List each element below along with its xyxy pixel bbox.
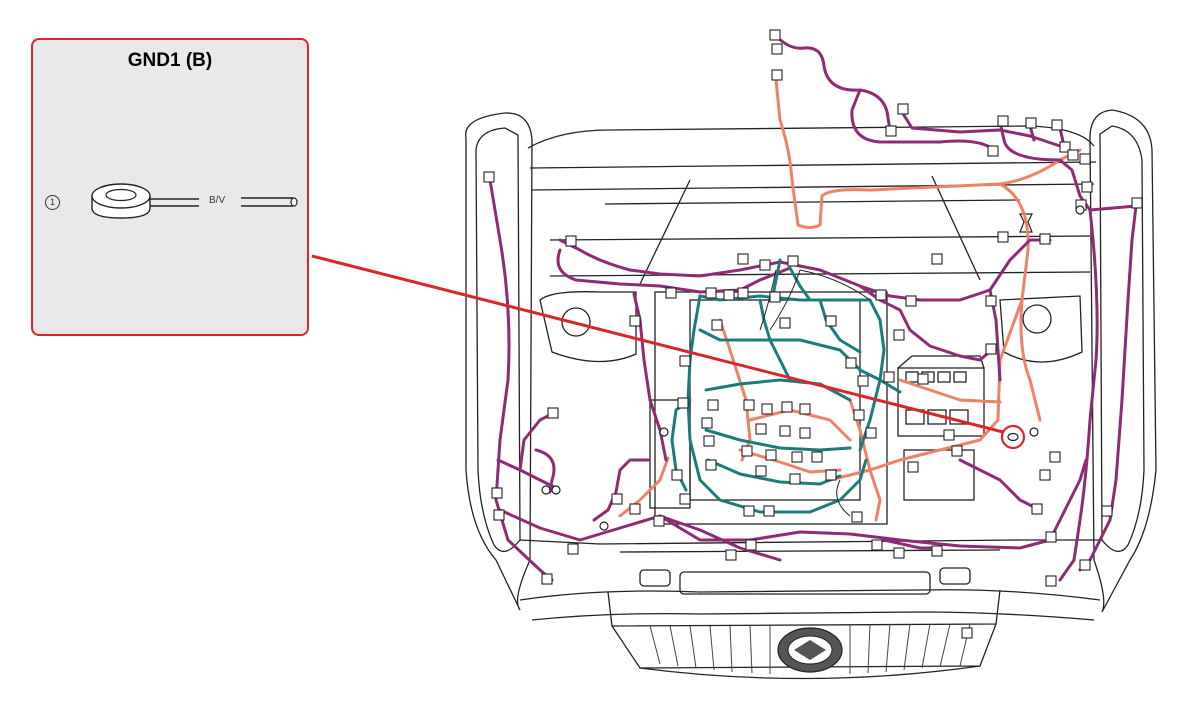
grille-slats [649,623,971,674]
pin-number: 1 [45,195,60,210]
harness-fine-wires [759,269,871,517]
callout-title: GND1 (B) [127,50,213,71]
brand-emblem-icon [777,627,843,673]
ground-terminal-icon [1007,432,1019,442]
ground-eyelets [541,205,1085,531]
ring-terminal-icon [91,183,298,219]
callout-leader-line [311,254,1004,434]
connectors [483,29,1143,639]
connector-callout-panel: GND1 (B) 1 B/V [31,38,309,336]
harness-main [488,34,1138,582]
vehicle-outline [465,109,1157,680]
ground-location-marker[interactable] [1000,424,1026,450]
wire-color-code: B/V [209,195,226,206]
